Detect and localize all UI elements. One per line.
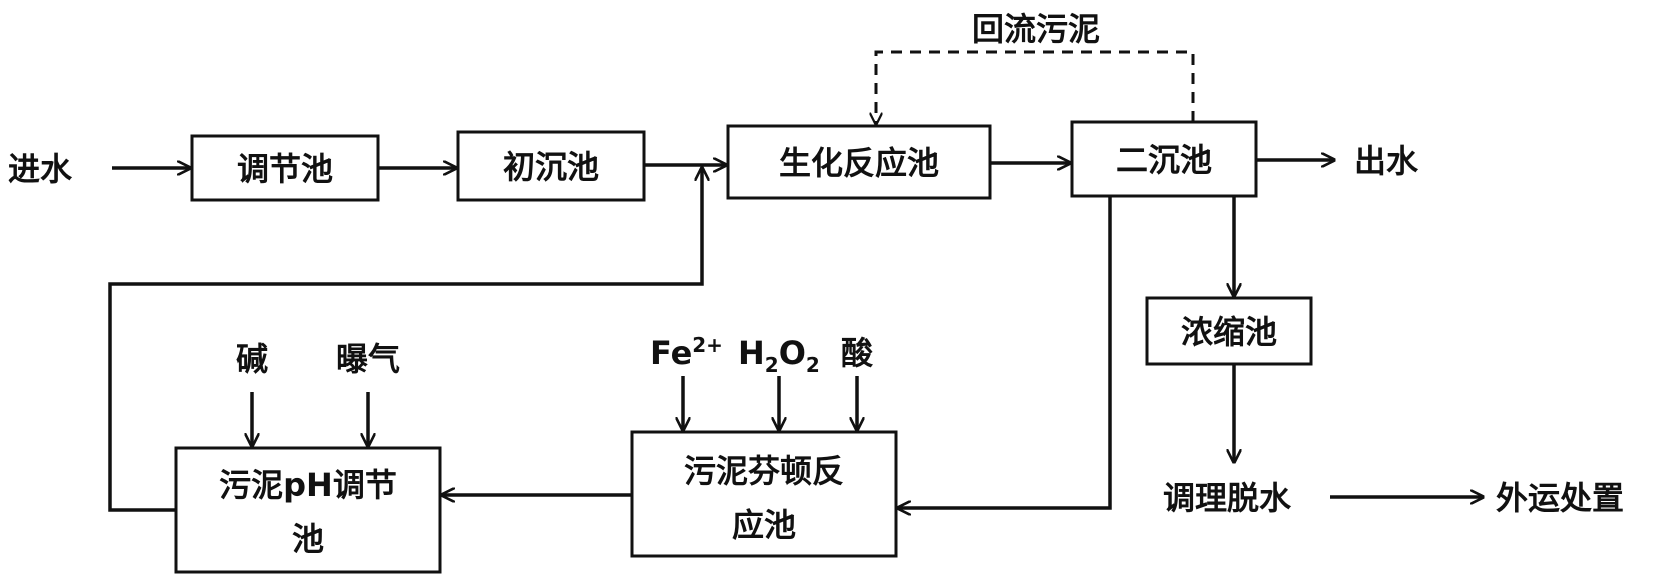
base-label: 碱: [236, 340, 268, 378]
arrow-secondary-to-fenton: [898, 196, 1112, 508]
inlet-label: 进水: [8, 150, 73, 188]
primary-clarifier-label: 初沉池: [503, 148, 599, 186]
fe2-label: Fe2+: [650, 333, 723, 372]
ph-adjust-tank-box: [174, 446, 442, 574]
return-sludge-label: 回流污泥: [972, 10, 1100, 48]
ph-adjust-tank-label-line1: 污泥pH调节: [219, 466, 397, 504]
ph-adjust-tank-label-line2: 池: [292, 520, 324, 558]
bioreactor-box: [726, 124, 992, 200]
regulating-tank-box: [190, 134, 380, 202]
bioreactor-label: 生化反应池: [779, 144, 939, 182]
thickener-label: 浓缩池: [1181, 313, 1277, 351]
h2o2-label: H2O2: [738, 334, 820, 377]
return-sludge-dashed-line: [876, 50, 1195, 124]
primary-clarifier-box: [456, 130, 646, 202]
aeration-label: 曝气: [336, 340, 400, 378]
acid-label: 酸: [841, 334, 874, 372]
secondary-clarifier-label: 二沉池: [1116, 141, 1212, 179]
regulating-tank-label: 调节池: [237, 150, 333, 188]
outlet-label: 出水: [1354, 142, 1419, 180]
thickener-box: [1145, 296, 1313, 366]
fenton-reactor-label-line2: 应池: [732, 506, 796, 544]
disposal-label: 外运处置: [1496, 479, 1624, 517]
conditioning-dewatering-label: 调理脱水: [1163, 479, 1292, 517]
fenton-reactor-label-line1: 污泥芬顿反: [684, 452, 844, 490]
arrow-ph-tank-to-bioreactor: [108, 168, 702, 512]
